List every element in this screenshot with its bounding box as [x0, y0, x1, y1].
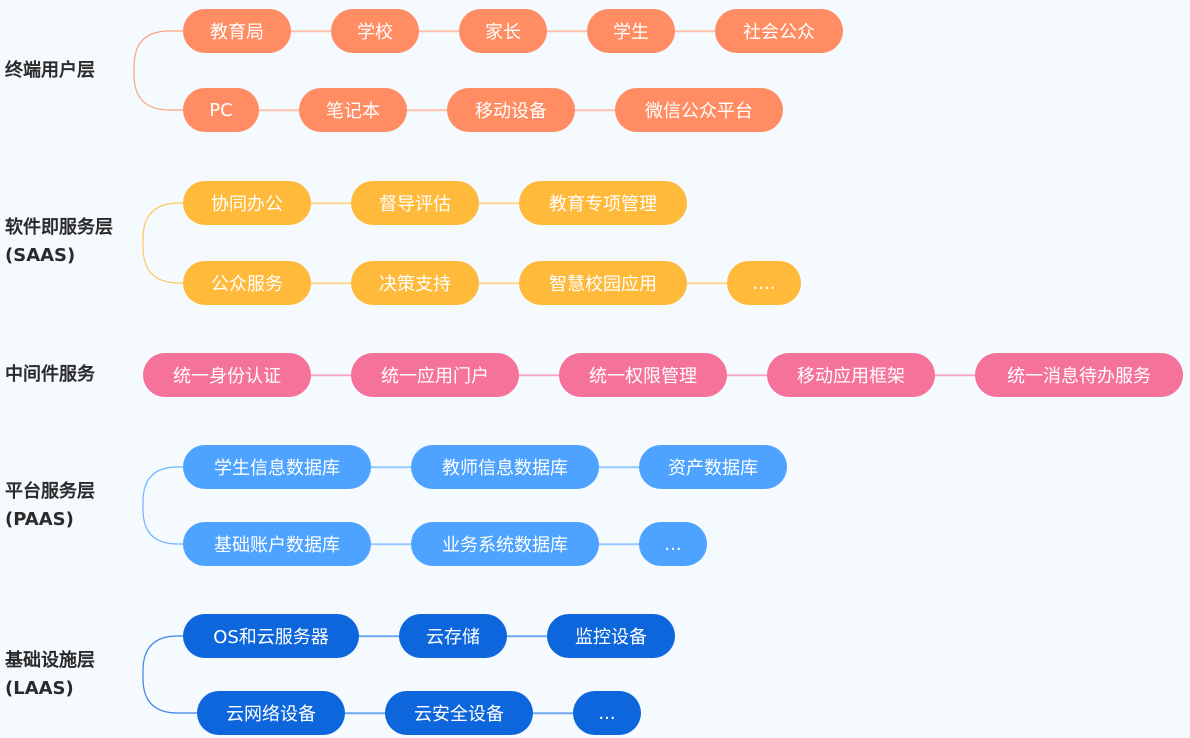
node-pill: 笔记本: [299, 88, 407, 132]
layer-bracket: [142, 466, 188, 545]
layer-bracket: [142, 635, 202, 714]
node-pill: 统一权限管理: [559, 353, 727, 397]
node-pill: ...: [573, 691, 641, 735]
node-pill: 云网络设备: [197, 691, 345, 735]
layer-name: 终端用户层: [5, 60, 95, 81]
layer-label: 基础设施层 (LAAS): [5, 647, 95, 703]
layer-label: 软件即服务层 (SAAS): [5, 214, 113, 270]
node-pill: 学校: [331, 9, 419, 53]
node-pill: 基础账户数据库: [183, 522, 371, 566]
node-pill: 督导评估: [351, 181, 479, 225]
layer-subtitle: (SAAS): [5, 245, 76, 266]
layer-name: 平台服务层: [5, 481, 95, 502]
node-pill: 公众服务: [183, 261, 311, 305]
node-pill: 云存储: [399, 614, 507, 658]
node-pill: 监控设备: [547, 614, 675, 658]
node-pill: 教师信息数据库: [411, 445, 599, 489]
node-pill: 资产数据库: [639, 445, 787, 489]
node-pill: 协同办公: [183, 181, 311, 225]
node-pill: 智慧校园应用: [519, 261, 687, 305]
layer-bracket: [142, 202, 188, 284]
node-pill: 学生: [587, 9, 675, 53]
layer-label: 平台服务层 (PAAS): [5, 478, 95, 534]
node-pill: OS和云服务器: [183, 614, 359, 658]
node-pill: 移动设备: [447, 88, 575, 132]
layer-label: 终端用户层: [5, 57, 95, 85]
node-pill: 微信公众平台: [615, 88, 783, 132]
node-pill: 社会公众: [715, 9, 843, 53]
layer-subtitle: (LAAS): [5, 678, 74, 699]
node-pill: 统一消息待办服务: [975, 353, 1183, 397]
node-pill: 学生信息数据库: [183, 445, 371, 489]
layer-name: 软件即服务层: [5, 217, 113, 238]
layer-name: 中间件服务: [5, 364, 95, 385]
node-pill: 统一身份认证: [143, 353, 311, 397]
layer-subtitle: (PAAS): [5, 509, 74, 530]
node-pill: 统一应用门户: [351, 353, 519, 397]
node-pill: 业务系统数据库: [411, 522, 599, 566]
row-connector: [183, 282, 801, 284]
node-pill: 云安全设备: [385, 691, 533, 735]
node-pill: 家长: [459, 9, 547, 53]
node-pill: PC: [183, 88, 259, 132]
node-pill: 教育局: [183, 9, 291, 53]
node-pill: ...: [639, 522, 707, 566]
node-pill: 决策支持: [351, 261, 479, 305]
layer-name: 基础设施层: [5, 650, 95, 671]
node-pill: 教育专项管理: [519, 181, 687, 225]
layer-bracket: [133, 30, 188, 111]
node-pill: 移动应用框架: [767, 353, 935, 397]
node-pill: ....: [727, 261, 801, 305]
layer-label: 中间件服务: [5, 361, 95, 389]
